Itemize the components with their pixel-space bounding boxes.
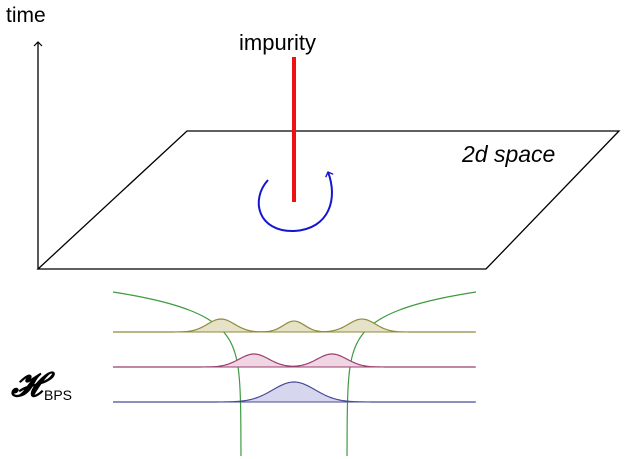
space-plane [36, 130, 621, 270]
potential-curve-right [346, 291, 477, 456]
state-top-wavefunction [113, 318, 475, 333]
potential-curve-left [112, 291, 242, 456]
bps-state-bottom [113, 381, 476, 403]
circular-arrow-icon [257, 171, 334, 233]
state-bottom-fill [113, 382, 476, 402]
hilbert-space-symbol: 𝓗 [11, 365, 42, 405]
bps-state-middle [113, 353, 476, 368]
state-middle-fill [113, 354, 476, 367]
hilbert-space-subscript: BPS [44, 387, 73, 403]
time-axis-label: time [6, 4, 46, 27]
impurity-label: impurity [239, 30, 317, 55]
state-top-fill [113, 319, 476, 332]
potential-curves [112, 291, 477, 456]
space-label: 2d space [462, 141, 556, 167]
state-bottom-wavefunction [113, 381, 475, 403]
bps-state-top [113, 318, 476, 333]
state-middle-wavefunction [113, 353, 475, 368]
